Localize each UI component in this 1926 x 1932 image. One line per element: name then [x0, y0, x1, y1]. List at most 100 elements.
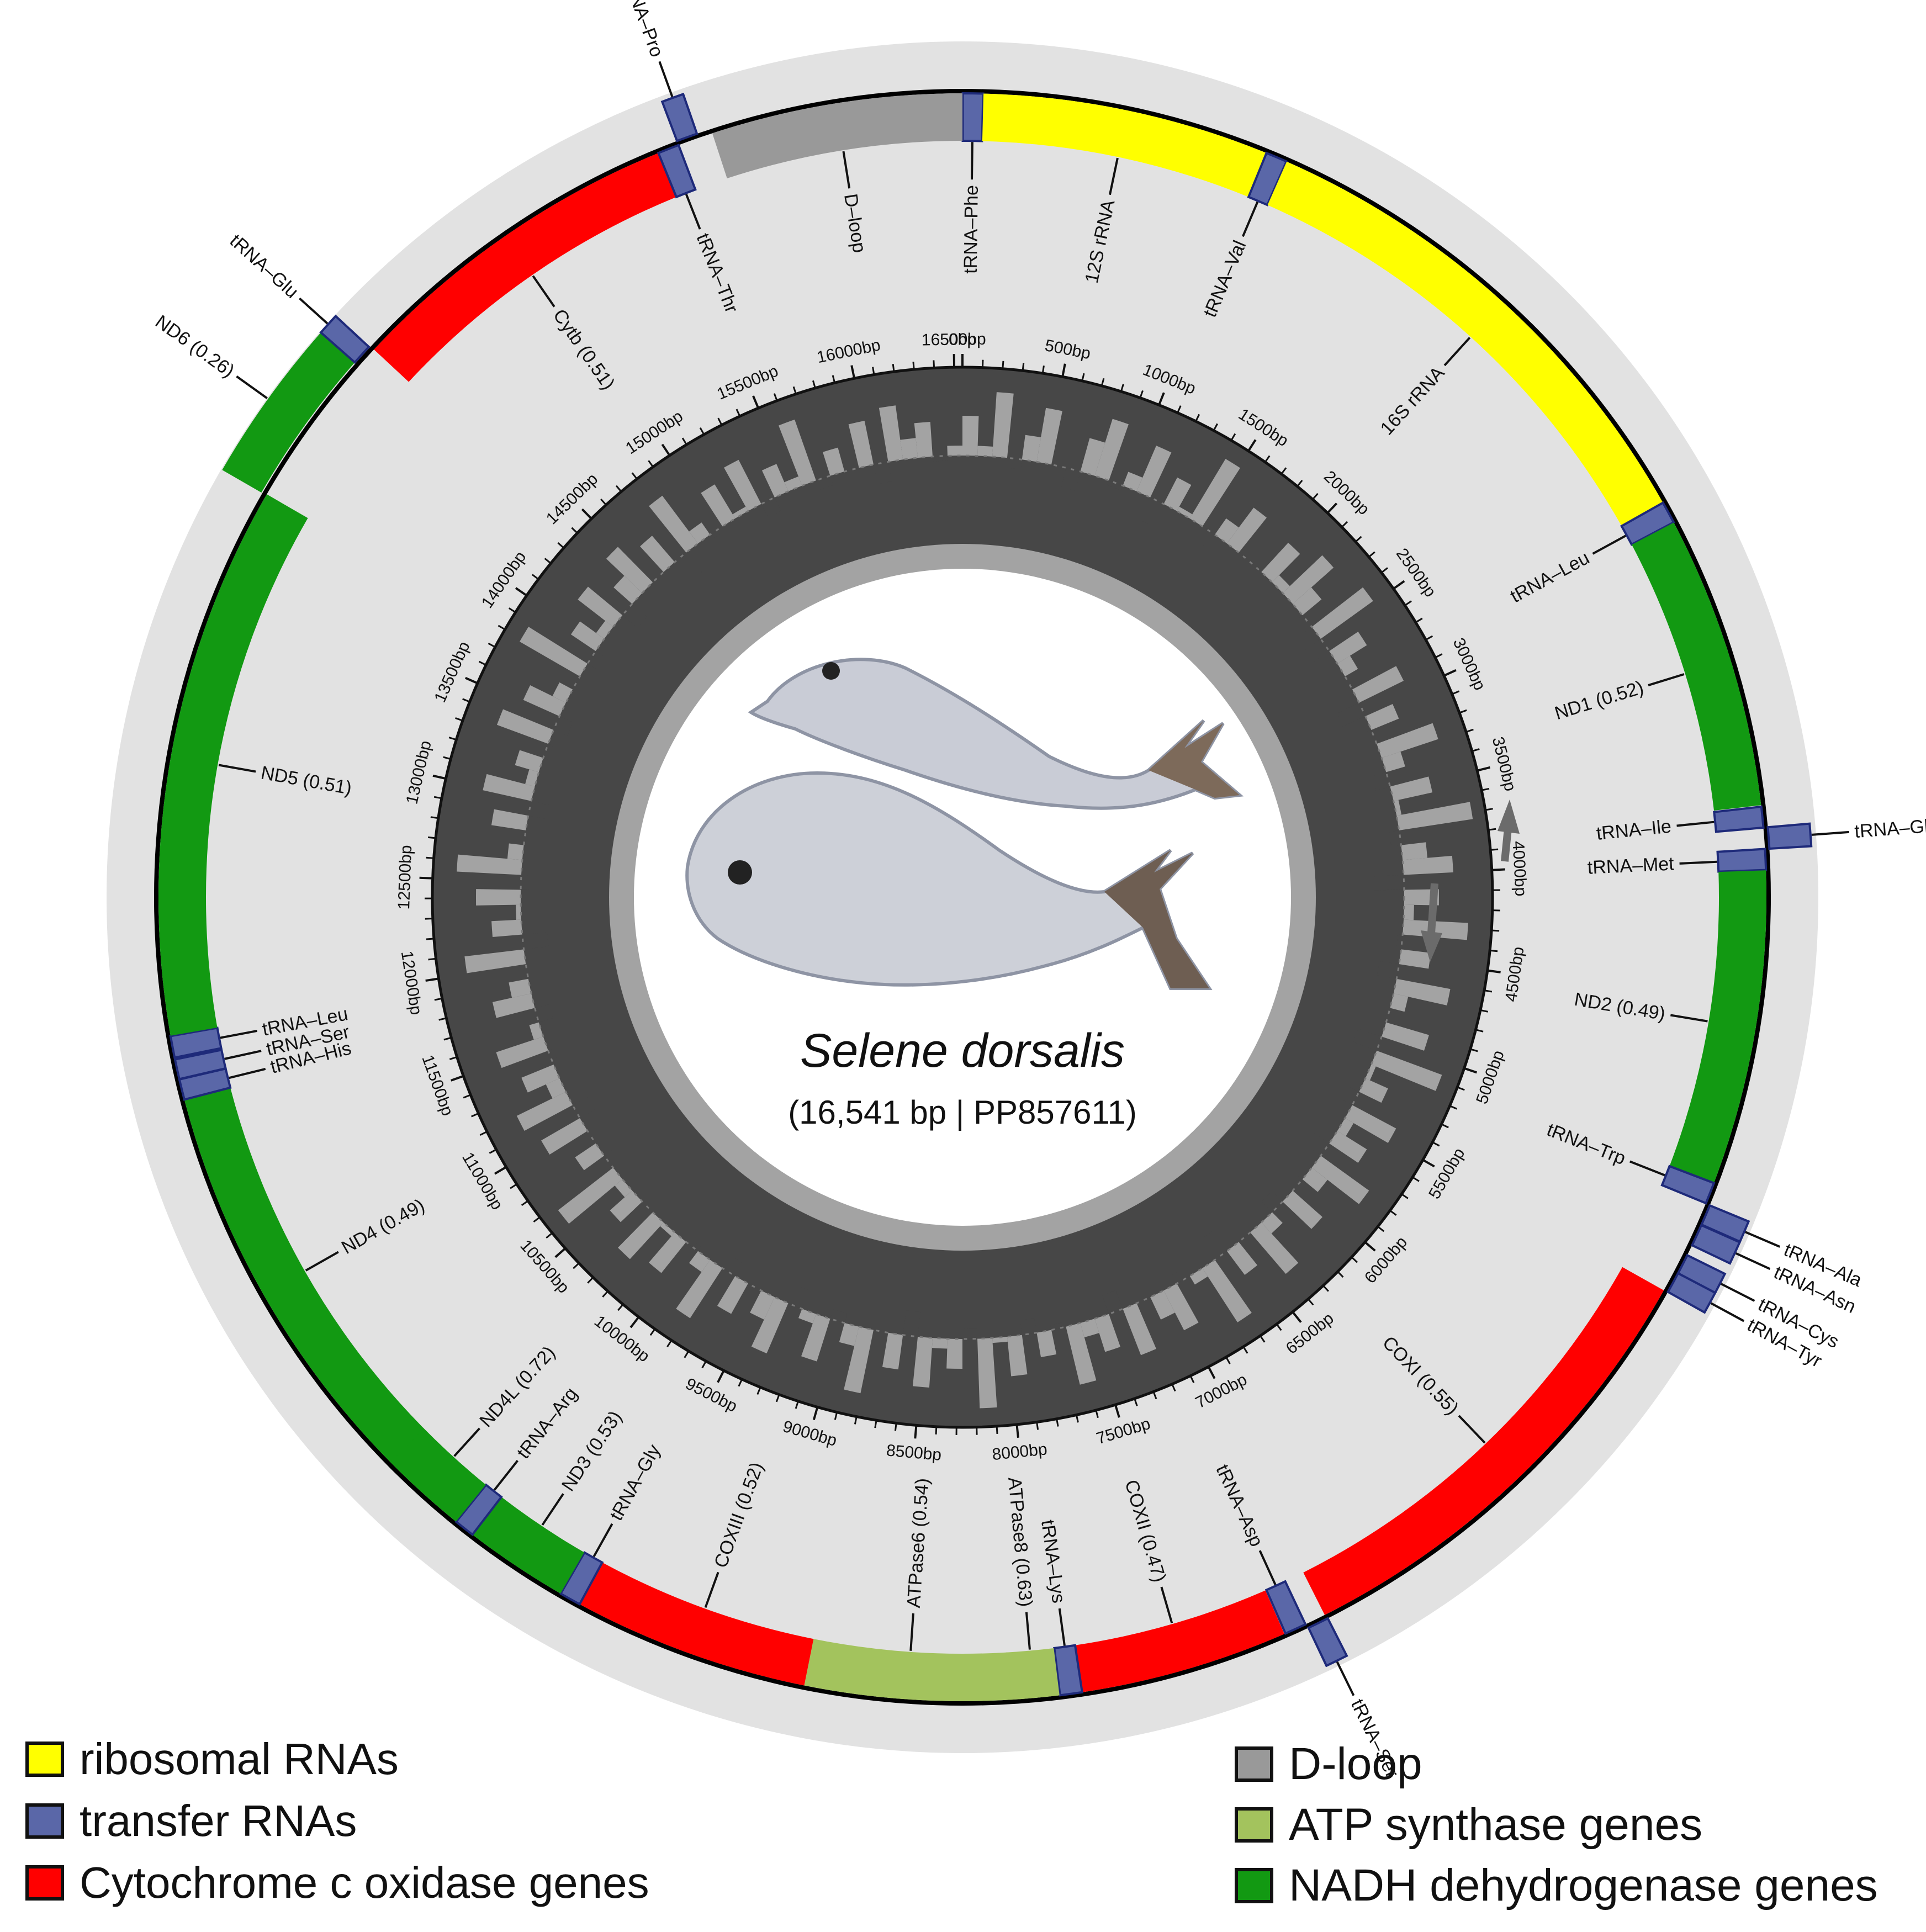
gc-bar: [1336, 702, 1366, 727]
gc-bar: [1365, 1065, 1376, 1081]
gene-nd1: [1632, 522, 1761, 811]
scale-tick: [1061, 363, 1066, 377]
scale-tick: [738, 1379, 743, 1387]
gc-bar: [1066, 1322, 1097, 1385]
scale-tick: [681, 437, 687, 446]
gene-label-nd6: ND6 (0.26): [151, 311, 238, 382]
scale-tick: [1412, 1176, 1420, 1182]
scale-tick: [666, 1340, 673, 1348]
gc-bar: [1403, 919, 1468, 940]
scale-tick: [1134, 1398, 1138, 1406]
gc-bar: [649, 1232, 686, 1273]
scale-tick: [488, 642, 496, 648]
legend-right: D-loop ATP synthase genes NADH dehydroge…: [1235, 1734, 1878, 1916]
gc-bar: [613, 575, 643, 604]
gc-bar: [610, 1190, 643, 1222]
gene-nd5: [158, 494, 308, 1036]
gc-bar: [761, 497, 781, 517]
scale-tick: [478, 660, 486, 666]
gc-bar: [1226, 1242, 1258, 1275]
gc-bar: [873, 462, 892, 484]
gene-trna-gln: [1766, 822, 1813, 850]
gc-bar: [1080, 1319, 1099, 1337]
scale-tick: [1100, 378, 1105, 387]
gc-bar: [523, 685, 566, 717]
scale-tick: [544, 558, 552, 564]
gc-bar: [1401, 842, 1427, 860]
scale-tick: [699, 427, 705, 435]
scale-tick: [812, 1406, 819, 1421]
gc-bar: [701, 484, 736, 527]
scale-tick: [1056, 1418, 1059, 1427]
gene-leader-16s-rrna: [1443, 337, 1471, 367]
gc-bar: [686, 1238, 701, 1251]
gc-bar: [1377, 723, 1438, 758]
gene-nd4: [184, 1088, 425, 1462]
scale-tick: [795, 1401, 799, 1409]
scale-tick: [1177, 405, 1182, 414]
scale-tick: [1041, 365, 1045, 374]
gc-bar: [676, 1259, 723, 1319]
legend-swatch-dloop: [1235, 1746, 1273, 1782]
gene-trna-lys: [1053, 1644, 1084, 1697]
scale-tick: [1415, 617, 1423, 623]
fish-photo: [685, 658, 1244, 990]
scale-tick: [521, 1200, 528, 1206]
gene-leader-trna-tyr: [1710, 1302, 1745, 1322]
scale-tick: [546, 1232, 553, 1239]
scale-tick: [1393, 580, 1405, 590]
gene-trna-phe: [961, 92, 985, 142]
scale-tick: [1441, 1123, 1449, 1129]
gc-bar: [732, 506, 748, 519]
gene-leader-trna-leu: [1592, 534, 1627, 555]
legend-item-nadh: NADH dehydrogenase genes: [1235, 1855, 1878, 1916]
scale-tick: [1487, 969, 1501, 973]
gc-bar: [1123, 472, 1143, 491]
gc-bar: [1390, 993, 1409, 1012]
gene-nd4l: [389, 1427, 486, 1522]
gc-bar: [1293, 587, 1322, 616]
scale-label: 12500bp: [395, 845, 415, 910]
scale-tick: [1364, 1241, 1376, 1252]
gc-bar: [932, 456, 948, 462]
gene-atpase6: [804, 1639, 1012, 1702]
gene-leader-trna-trp: [1629, 1160, 1665, 1177]
gc-bar: [588, 651, 604, 669]
scale-tick: [1158, 392, 1165, 406]
gc-bar: [1282, 1190, 1322, 1229]
gene-trna-met: [1716, 848, 1768, 873]
gene-leader-nd4l: [453, 1427, 480, 1457]
gene-leader-d-loop: [842, 151, 851, 189]
gc-bar: [570, 621, 605, 652]
gene-leader-trna-ala: [1745, 1231, 1781, 1248]
gc-bar: [1006, 458, 1022, 470]
gc-bar: [1343, 1087, 1359, 1105]
gc-bar: [724, 459, 761, 511]
scale-tick: [1297, 479, 1303, 487]
gene-leader-trna-asn: [1735, 1252, 1771, 1271]
legend-item-cox: Cytochrome c oxidase genes: [25, 1852, 649, 1914]
fish-upper: [748, 658, 1244, 810]
gc-bar: [1102, 1290, 1123, 1314]
scale-tick: [1213, 423, 1218, 431]
scale-tick: [631, 472, 638, 480]
scale-tick: [1425, 635, 1433, 641]
gc-bar: [1393, 800, 1402, 816]
gene-leader-coxiii: [704, 1571, 719, 1608]
scale-tick: [448, 737, 457, 741]
scale-tick: [1171, 1384, 1176, 1392]
gc-bar: [784, 476, 802, 491]
gc-bar: [912, 1336, 933, 1388]
scale-tick: [428, 957, 436, 961]
scale-tick: [629, 1316, 640, 1328]
scale-tick: [1242, 1346, 1248, 1354]
strand-arrows: [1421, 800, 1520, 962]
gc-bar: [1261, 1191, 1283, 1213]
scale-tick: [479, 1131, 488, 1136]
scale-tick: [1276, 1324, 1282, 1331]
scale-tick: [615, 485, 622, 493]
gc-bar: [1403, 904, 1414, 920]
forward-arrow-head: [1498, 800, 1520, 834]
legend-left: ribosomal RNAs transfer RNAs Cytochrome …: [25, 1728, 649, 1914]
scale-tick: [443, 1036, 452, 1041]
